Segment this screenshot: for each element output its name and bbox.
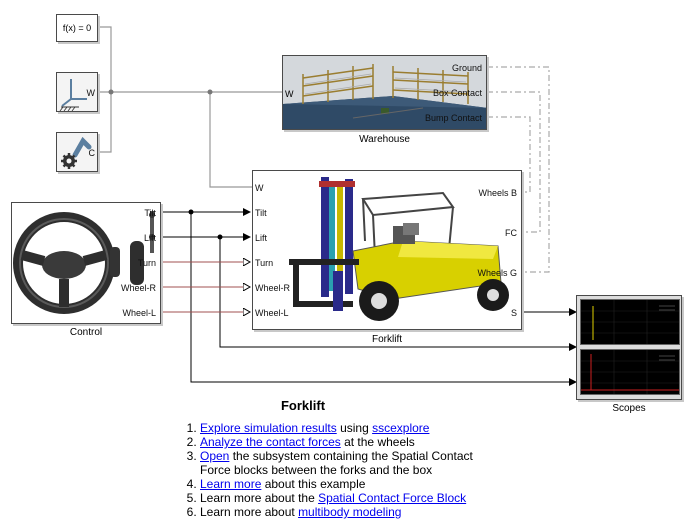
scopes-label: Scopes bbox=[612, 403, 646, 414]
forklift-port-wheels-g: Wheels G bbox=[477, 268, 517, 278]
description-text: the subsystem containing the Spatial Con… bbox=[200, 449, 473, 477]
scope-trace-top bbox=[581, 300, 679, 344]
model-description: Forklift Explore simulation results usin… bbox=[186, 398, 486, 519]
forklift-render bbox=[253, 171, 521, 329]
description-text: Learn more about the bbox=[200, 491, 319, 505]
control-port-lift: Lift bbox=[143, 233, 156, 243]
forklift-label: Forklift bbox=[372, 334, 402, 345]
control-port-turn: Turn bbox=[137, 258, 156, 268]
description-item-2: Analyze the contact forces at the wheels bbox=[200, 435, 486, 449]
control-port-wheel-r: Wheel-R bbox=[120, 283, 156, 293]
description-text: about this example bbox=[261, 477, 366, 491]
control-block[interactable]: Tilt Lift Turn Wheel-R Wheel-L bbox=[11, 202, 161, 324]
physical-signal-connections bbox=[160, 262, 250, 312]
warehouse-label: Warehouse bbox=[359, 134, 410, 145]
warehouse-port-w: W bbox=[285, 89, 294, 99]
description-list: Explore simulation results using sscexpl… bbox=[186, 421, 486, 519]
solver-text: f(x) = 0 bbox=[62, 23, 92, 33]
scope-screen-bottom bbox=[580, 349, 680, 395]
scope-trace-bottom bbox=[581, 350, 679, 394]
control-port-wheel-l: Wheel-L bbox=[122, 308, 156, 318]
world-port-label: W bbox=[86, 88, 96, 98]
world-frame-block[interactable]: W bbox=[56, 72, 98, 112]
forklift-port-wheel-r: Wheel-R bbox=[255, 283, 291, 293]
open-subsystem-link[interactable]: Open bbox=[200, 449, 230, 463]
control-port-tilt: Tilt bbox=[144, 208, 156, 218]
config-port-label: C bbox=[88, 148, 96, 158]
explore-results-link[interactable]: Explore simulation results bbox=[200, 421, 337, 435]
warehouse-port-ground: Ground bbox=[451, 63, 482, 73]
description-text: Learn more about bbox=[200, 505, 299, 519]
spatial-contact-force-link[interactable]: Spatial Contact Force Block bbox=[318, 491, 467, 505]
description-text: using bbox=[336, 421, 373, 435]
control-label: Control bbox=[69, 327, 103, 338]
warehouse-port-box-contact: Box Contact bbox=[432, 88, 482, 98]
analyze-forces-link[interactable]: Analyze the contact forces bbox=[200, 435, 341, 449]
scopes-block[interactable] bbox=[576, 295, 682, 400]
learn-more-link[interactable]: Learn more bbox=[200, 477, 262, 491]
forklift-port-w: W bbox=[255, 183, 264, 193]
signal-connections bbox=[160, 208, 577, 386]
gear-arm-icon bbox=[61, 136, 92, 169]
description-item-6: Learn more about multibody modeling bbox=[200, 505, 486, 519]
solver-configuration-block[interactable]: f(x) = 0 bbox=[56, 14, 98, 42]
description-text: at the wheels bbox=[340, 435, 415, 449]
warehouse-block[interactable]: W Ground Box Contact Bump Contact bbox=[282, 55, 487, 130]
forklift-port-tilt: Tilt bbox=[255, 208, 267, 218]
warehouse-render bbox=[283, 56, 486, 129]
warehouse-port-bump-contact: Bump Contact bbox=[424, 113, 482, 123]
description-item-4: Learn more about this example bbox=[200, 477, 486, 491]
description-item-3: Open the subsystem containing the Spatia… bbox=[200, 449, 486, 477]
forklift-block[interactable]: W Tilt Lift Turn Wheel-R Wheel-L Wheels … bbox=[252, 170, 522, 330]
description-item-1: Explore simulation results using sscexpl… bbox=[200, 421, 486, 435]
forklift-port-turn: Turn bbox=[255, 258, 274, 268]
description-item-5: Learn more about the Spatial Contact For… bbox=[200, 491, 486, 505]
multibody-modeling-link[interactable]: multibody modeling bbox=[298, 505, 402, 519]
scope-screen-top bbox=[580, 299, 680, 345]
frame-connections bbox=[97, 26, 282, 188]
description-title: Forklift bbox=[280, 398, 326, 413]
contact-connections bbox=[487, 66, 550, 273]
forklift-port-lift: Lift bbox=[255, 233, 268, 243]
sscexplore-link[interactable]: sscexplore bbox=[372, 421, 430, 435]
mechanism-configuration-block[interactable]: C bbox=[56, 132, 98, 172]
forklift-port-s: S bbox=[510, 308, 517, 318]
steering-wheel-icon bbox=[13, 211, 155, 314]
world-frame-icon bbox=[59, 79, 87, 111]
forklift-port-wheels-b: Wheels B bbox=[478, 188, 517, 198]
forklift-port-wheel-l: Wheel-L bbox=[255, 308, 289, 318]
forklift-port-fc: FC bbox=[505, 228, 517, 238]
